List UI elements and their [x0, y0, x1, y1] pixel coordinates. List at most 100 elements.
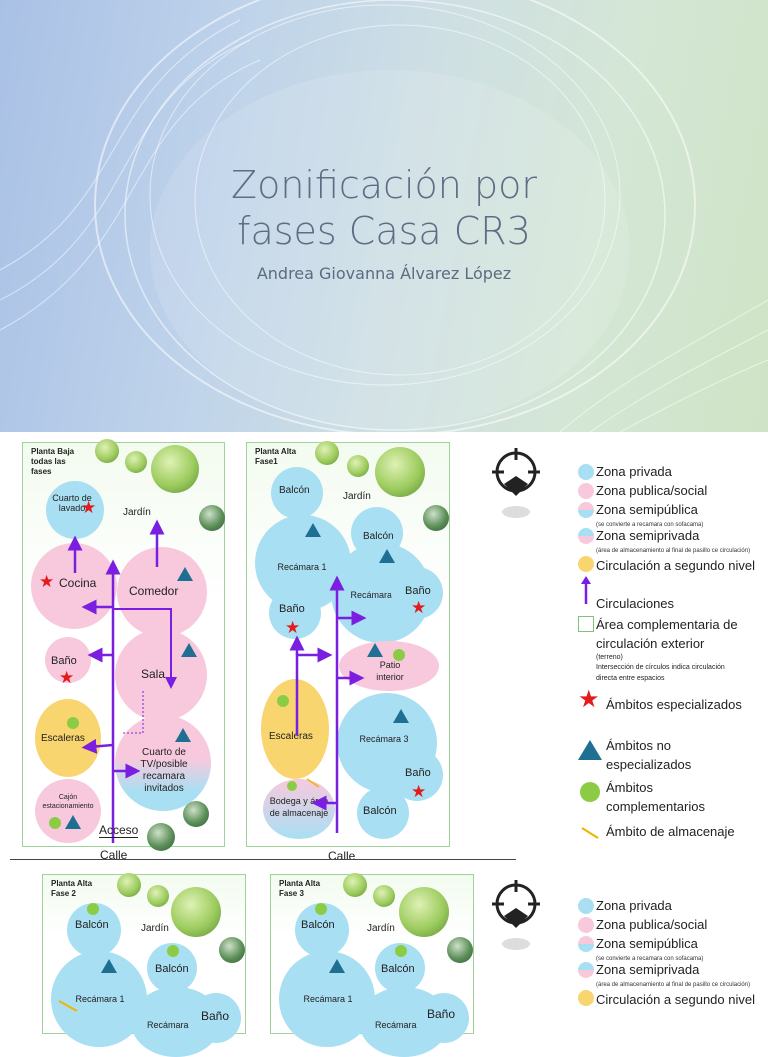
title-line-2: fases Casa CR3	[237, 209, 531, 253]
tree-icon	[399, 887, 449, 937]
label-balcon: Balcón	[301, 919, 335, 931]
legend-triangle-icon	[578, 740, 602, 760]
label-balcon: Balcón	[155, 963, 189, 975]
tree-icon	[171, 887, 221, 937]
label-recamara-2: Recámara 2	[350, 590, 400, 600]
bush-icon	[447, 937, 473, 963]
legend-area-comp: Área complementaria de circulación exter…	[596, 617, 738, 651]
legend-almacenaje: Ámbito de almacenaje	[606, 824, 735, 839]
legend-arrow-icon	[581, 576, 591, 604]
label-bano: Baño	[405, 767, 431, 779]
author-name: Andrea Giovanna Álvarez López	[256, 264, 512, 283]
zone-balcon-bottom	[357, 787, 409, 839]
label-bano: Baño	[427, 1007, 456, 1021]
bush-icon	[147, 885, 169, 907]
bush-icon	[95, 439, 119, 463]
storage-icon	[58, 1000, 78, 1012]
bush-icon	[199, 505, 225, 531]
complementary-dot-icon	[87, 903, 99, 915]
title-line-1: Zonificación por	[231, 163, 537, 207]
triangle-icon	[101, 959, 117, 973]
complementary-dot-icon	[277, 695, 289, 707]
triangle-icon	[175, 728, 191, 742]
legend-comp: Ámbitos complementarios	[606, 780, 705, 814]
label-balcon: Balcón	[381, 963, 415, 975]
bush-icon	[117, 873, 141, 897]
label-bano: Baño	[201, 1009, 230, 1023]
legend-2: Zona privada Zona publica/social Zona se…	[578, 896, 768, 1024]
star-icon: ★	[411, 598, 427, 617]
label-escaleras: Escaleras	[269, 731, 313, 742]
plan-planta-alta-fase1: Planta Alta Fase1 Balcón Jardín Recámara…	[246, 441, 450, 847]
label-bano: Baño	[51, 655, 77, 667]
complementary-dot-icon	[287, 781, 297, 791]
legend-swatch-circulacion	[578, 990, 594, 1006]
label-comedor: Comedor	[129, 584, 179, 598]
complementary-dot-icon	[67, 717, 79, 729]
label-recamara-1: Recámara 1	[303, 994, 353, 1004]
star-icon: ★	[39, 572, 55, 591]
triangle-icon	[181, 643, 197, 657]
bush-icon	[347, 455, 369, 477]
legend-storage-icon	[581, 827, 599, 839]
legend-semiprivada: Zona semiprivada	[596, 962, 700, 977]
plan-planta-alta-fase2: Planta Alta Fase 2 Balcón Jardín Balcón …	[42, 873, 246, 1057]
bush-icon	[183, 801, 209, 827]
triangle-icon	[329, 959, 345, 973]
legend-publica: Zona publica/social	[596, 483, 708, 498]
legend-semipublica: Zona semipública	[596, 502, 698, 517]
circulation-arrows	[67, 519, 177, 843]
legend-swatch-semipublica	[578, 502, 594, 518]
plan-title: Planta Baja todas las fases	[31, 447, 75, 476]
label-recamara-3: Recámara 3	[359, 734, 409, 744]
complementary-dot-icon	[49, 817, 61, 829]
zone-cuarto-lavado	[46, 481, 104, 539]
legend-star-icon: ★	[578, 686, 600, 713]
zone-bano-left	[269, 587, 321, 639]
label-cuarto-lavado: Cuarto de lavado	[52, 493, 92, 513]
tree-icon	[151, 445, 199, 493]
label-sala: Sala	[141, 667, 166, 681]
legend-semipublica: Zona semipública	[596, 936, 698, 951]
bush-icon	[343, 873, 367, 897]
label-balcon: Balcón	[363, 531, 394, 542]
label-jardin: Jardín	[343, 491, 371, 502]
label-cuarto-tv: Cuarto de TV/posible recamara invitados	[140, 747, 188, 794]
zone-bano	[45, 637, 91, 683]
legend-publica: Zona publica/social	[596, 917, 708, 932]
bush-icon	[147, 823, 175, 851]
legend-privada: Zona privada	[596, 898, 672, 913]
legend-esp: Ámbitos especializados	[606, 697, 742, 712]
legend-swatch-privada	[578, 898, 594, 914]
star-icon: ★	[285, 618, 301, 637]
label-calle: Calle	[328, 849, 356, 863]
bush-icon	[373, 885, 395, 907]
legend-swatch-privada	[578, 464, 594, 480]
north-compass-icon	[492, 880, 540, 950]
label-escaleras: Escaleras	[41, 733, 85, 744]
plan-planta-baja: Planta Baja todas las fases Cuarto de la…	[22, 439, 225, 851]
plan-title: Planta Alta Fase 2	[51, 879, 93, 898]
zone-escaleras	[261, 679, 329, 779]
legend-semipublica-note: (se convierte a recamara con sofacama)	[596, 956, 704, 962]
label-cajon: Cajón estacionamiento	[42, 794, 94, 810]
triangle-icon	[65, 815, 81, 829]
plans-section: Planta Baja todas las fases Cuarto de la…	[0, 432, 768, 1057]
plan-title: Planta Alta Fase1	[255, 447, 297, 466]
legend-swatch-area-comp	[578, 616, 594, 632]
zone-cajon	[35, 779, 101, 843]
complementary-dot-icon	[315, 903, 327, 915]
bush-icon	[125, 451, 147, 473]
legend-interseccion: Intersección de círculos indica circulac…	[596, 664, 725, 682]
label-balcon: Balcón	[75, 919, 109, 931]
north-compass-icon	[492, 448, 540, 518]
label-patio-interior: Patio interior	[376, 660, 404, 682]
decorative-swirls	[0, 0, 768, 432]
legend-swatch-publica	[578, 483, 594, 499]
zone-cuarto-tv	[115, 715, 211, 811]
legend-semipublica-note: (se convierte a recamara con sofacama)	[596, 522, 704, 528]
bush-icon	[219, 937, 245, 963]
label-jardin: Jardín	[123, 507, 151, 518]
zone-escaleras	[35, 699, 101, 777]
label-balcon: Balcón	[279, 485, 310, 496]
